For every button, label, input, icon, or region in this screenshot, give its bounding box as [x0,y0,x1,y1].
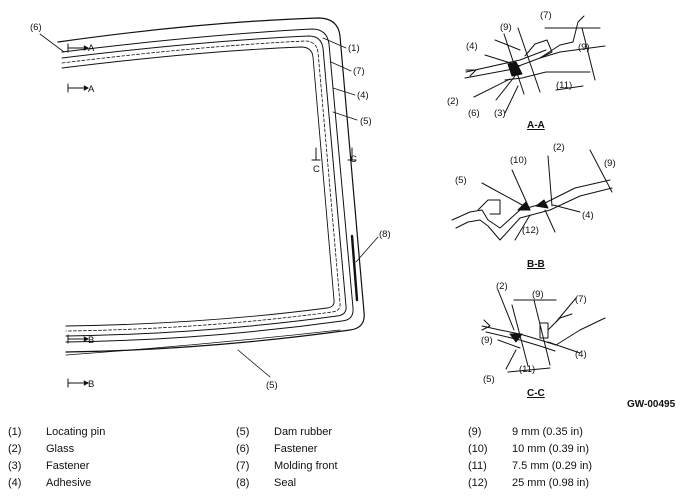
legend-num: (2) [8,443,22,455]
body-edge-outer [57,17,365,353]
legend-num: (12) [468,477,488,489]
section-cc-title: C-C [527,388,545,399]
callout-8-main: (8) [379,229,391,240]
figure-code: GW-00495 [627,399,676,410]
section-bb-drawing [451,149,613,241]
legend-text: Seal [274,477,297,489]
legend-num: (1) [8,426,22,438]
aa-callout-2: (2) [447,96,459,107]
callout-5b-main: (5) [266,380,278,391]
legend-text: Adhesive [46,477,92,489]
legend-text: Fastener [274,443,318,455]
legend-text: 9 mm (0.35 in) [512,426,583,438]
windshield-installation-diagram: (6) (1) (7) (4) (5) (8) (5) A A B B C C … [30,10,676,410]
main-leader-lines [39,33,379,378]
cut-label-b-bottom: B [88,379,94,390]
legend-num: (6) [236,443,250,455]
legend-num: (8) [236,477,250,489]
section-bb-title: B-B [527,259,545,270]
cc-callout-11: (11) [519,364,535,375]
callout-1-main: (1) [348,43,360,54]
callout-7-main: (7) [353,66,365,77]
seal-strip [350,234,359,302]
bb-callout-2: (2) [553,142,565,153]
legend-text: Glass [46,443,75,455]
cut-mark-c [311,147,357,161]
legend-text: Dam rubber [274,426,333,438]
legend-num: (10) [468,443,488,455]
bb-callout-4: (4) [582,210,594,221]
cc-callout-4: (4) [575,349,587,360]
legend-text: 25 mm (0.98 in) [512,477,590,489]
legend-num: (3) [8,460,22,472]
cut-label-a-top: A [88,43,95,54]
cut-mark-a [67,43,89,93]
legend-text: 10 mm (0.39 in) [512,443,590,455]
legend: (1) Locating pin (2) Glass (3) Fastener … [0,420,688,499]
legend-text: Locating pin [46,426,106,438]
legend-num: (9) [468,426,482,438]
cut-mark-b [67,334,89,388]
aa-callout-11: (11) [556,80,572,91]
windshield-outline [57,17,365,356]
bb-callout-12: (12) [522,225,539,236]
callout-6-main: (6) [30,22,42,33]
bb-callout-9: (9) [604,158,616,169]
aa-callout-4: (4) [466,41,478,52]
cut-label-a-bottom: A [88,84,95,95]
cc-callout-2: (2) [496,281,508,292]
aa-callout-9a: (9) [500,22,512,33]
molding-edge [61,28,354,343]
legend-text: 7.5 mm (0.29 in) [512,460,593,472]
bb-callout-5: (5) [455,175,467,186]
legend-text: Fastener [46,460,90,472]
cc-callout-9b: (9) [481,335,493,346]
cc-callout-9a: (9) [532,289,544,300]
glass-bottom-edge [65,329,341,356]
aa-callout-6: (6) [468,108,480,119]
inner-edge [61,46,335,327]
cc-callout-5: (5) [483,374,495,385]
section-cc-drawing [481,289,606,373]
legend-num: (7) [236,460,250,472]
legend-num: (11) [468,460,487,472]
cut-label-c-right: C [350,154,357,165]
aa-callout-7: (7) [540,10,552,21]
glass-edge [61,35,347,337]
aa-callout-3: (3) [494,108,506,119]
legend-num: (4) [8,477,22,489]
section-aa-drawing [464,15,606,114]
cut-label-c-left: C [313,164,320,175]
legend-text: Molding front [274,460,338,472]
cut-label-b-top: B [88,335,94,346]
aa-callout-9b: (9) [578,42,590,53]
dam-rubber-line [61,40,341,332]
legend-num: (5) [236,426,250,438]
bb-callout-10: (10) [510,155,527,166]
callout-4-main: (4) [357,90,369,101]
section-aa-title: A-A [527,120,545,131]
cc-callout-7: (7) [575,294,587,305]
callout-5-main: (5) [360,116,372,127]
